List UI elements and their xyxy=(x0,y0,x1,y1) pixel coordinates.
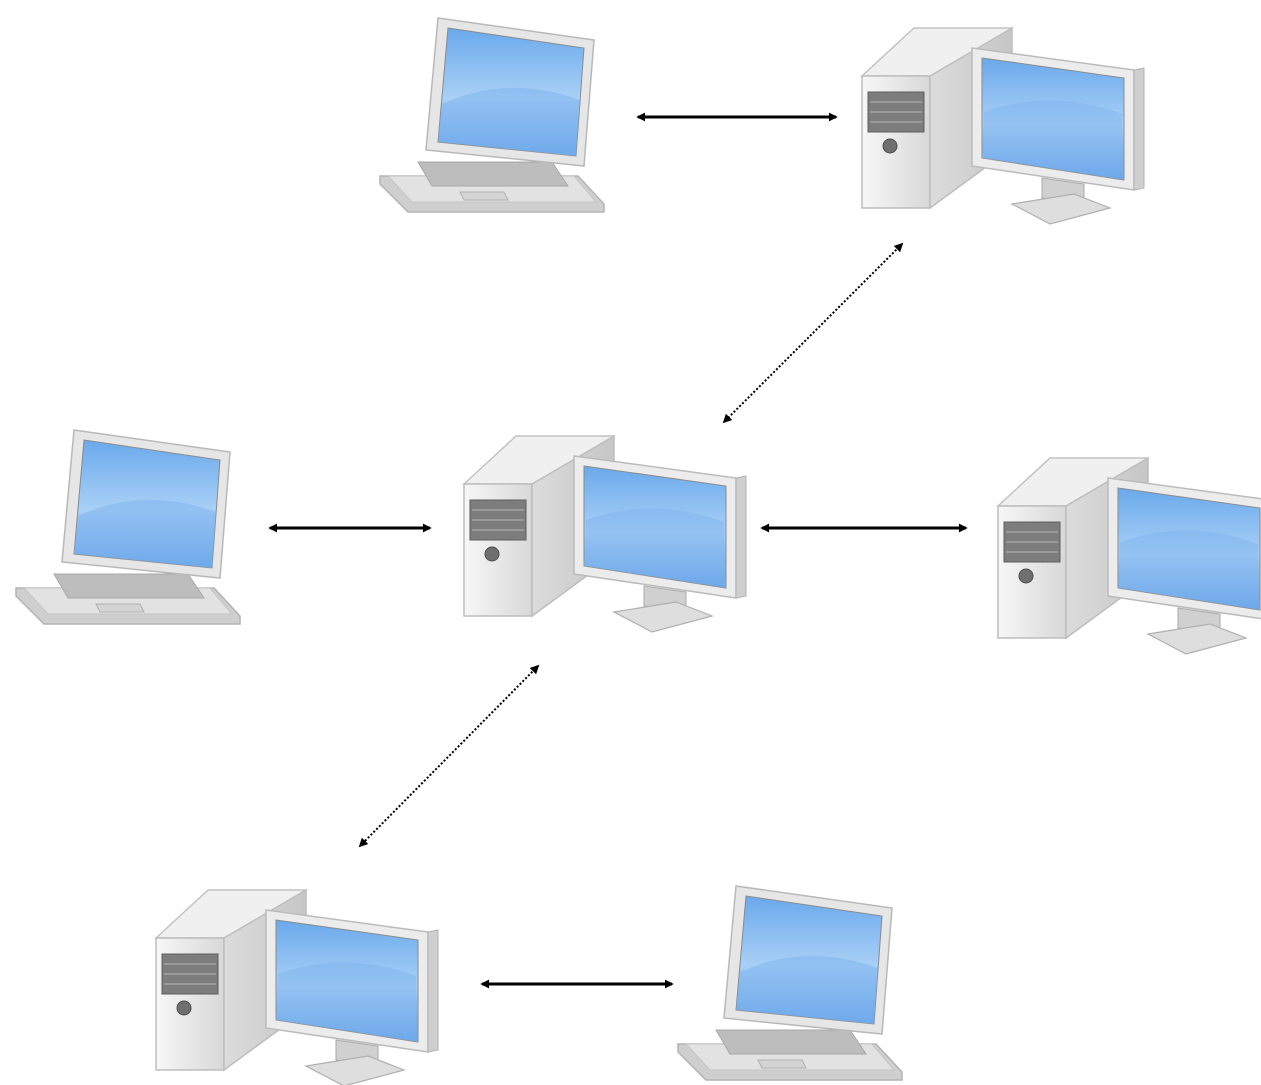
laptop-top-icon xyxy=(379,17,605,213)
laptop-middle-left-icon xyxy=(15,429,241,625)
link-desktop-top-right-desktop-center xyxy=(722,242,904,424)
desktop-bottom-left-icon xyxy=(155,889,439,1085)
desktop-center-icon xyxy=(463,435,747,633)
desktop-middle-right-icon xyxy=(997,457,1261,655)
desktop-top-right-icon xyxy=(861,27,1145,225)
link-desktop-center-desktop-bottom-left xyxy=(358,664,540,848)
laptop-bottom-right-icon xyxy=(677,885,903,1081)
